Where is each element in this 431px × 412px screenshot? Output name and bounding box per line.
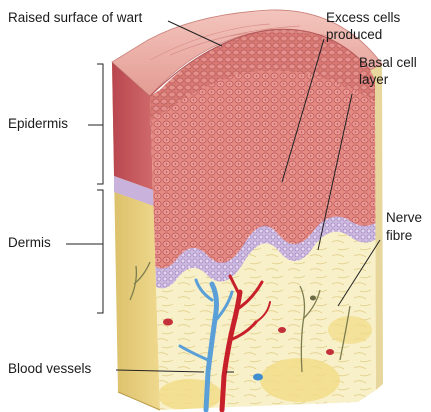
- label-nerve: Nerve: [386, 210, 422, 226]
- label-blood-vessels: Blood vessels: [8, 361, 91, 377]
- label-excess-cells: Excess cells: [326, 10, 400, 26]
- label-raised-surface: Raised surface of wart: [8, 10, 142, 26]
- epidermis-bracket: [97, 64, 103, 184]
- label-produced: produced: [326, 27, 382, 43]
- label-basal-cell: Basal cell: [359, 55, 417, 71]
- label-epidermis: Epidermis: [8, 116, 68, 132]
- dermis-bracket: [97, 190, 103, 313]
- label-dermis: Dermis: [8, 235, 51, 251]
- label-layer: layer: [359, 72, 388, 88]
- block-front-face: [138, 20, 390, 412]
- label-fibre: fibre: [386, 228, 412, 244]
